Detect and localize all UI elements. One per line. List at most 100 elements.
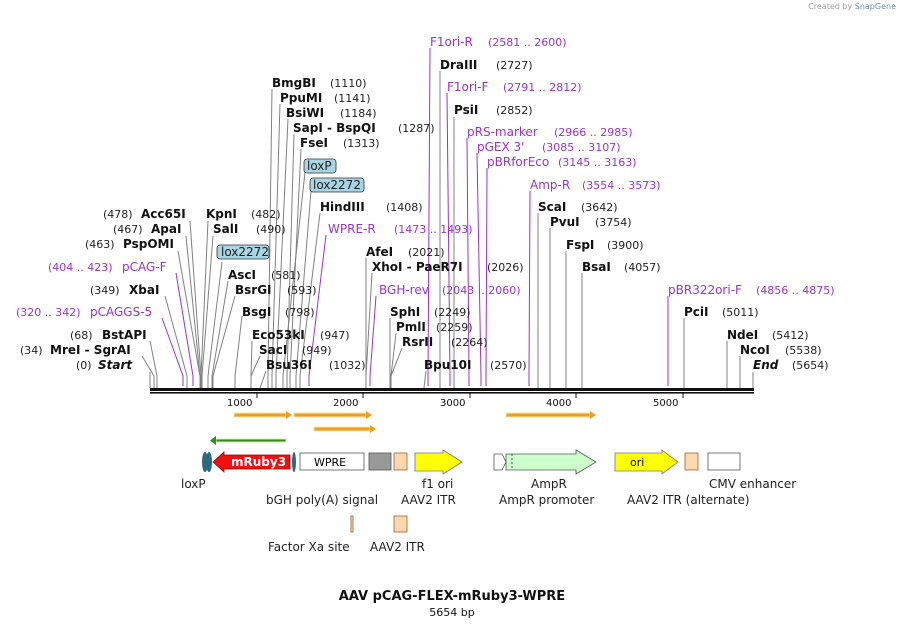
enzyme-name: BstAPI xyxy=(102,328,147,342)
plasmid-title: AAV pCAG-FLEX-mRuby3-WPRE xyxy=(338,589,566,604)
primer-name: BGH-rev xyxy=(379,283,429,297)
enzyme-name: PvuI xyxy=(550,215,580,229)
primer-pos: (404 .. 423) xyxy=(48,261,113,274)
aav2-itr-feature xyxy=(393,452,408,471)
enzyme-pos: (68) xyxy=(70,329,93,342)
enzyme-name: Acc65I xyxy=(141,207,186,221)
primer-name: F1ori-R xyxy=(430,35,473,49)
svg-text:AAV2 ITR: AAV2 ITR xyxy=(401,493,456,507)
lox2272-box: lox2272 xyxy=(309,177,365,193)
enzyme-name: PmlI xyxy=(396,320,426,334)
primer-pos: (2791 .. 2812) xyxy=(503,81,582,94)
enzyme-pos: (1110) xyxy=(330,77,367,90)
primer-pos: (3145 .. 3163) xyxy=(558,156,637,169)
svg-text:mRuby3: mRuby3 xyxy=(231,455,286,469)
bgh-polya-feature xyxy=(368,452,392,471)
enzyme-labels: (0) Start (34) MreI - SgrAI (68) BstAPI … xyxy=(20,58,829,372)
enzyme-pos: (467) xyxy=(113,223,143,236)
enzyme-name: XbaI xyxy=(129,283,159,297)
enzyme-pos: (3642) xyxy=(581,201,618,214)
enzyme-name: End xyxy=(753,358,779,372)
loxp-site xyxy=(202,452,296,472)
ruler-label: 3000 xyxy=(440,398,465,409)
svg-text:Factor Xa site: Factor Xa site xyxy=(268,540,350,554)
enzyme-name: SalI xyxy=(213,222,238,236)
enzyme-name: SphI xyxy=(390,305,420,319)
enzyme-pos: (490) xyxy=(256,223,286,236)
orf-arrow xyxy=(233,411,292,419)
svg-text:CMV enhancer: CMV enhancer xyxy=(709,477,796,491)
svg-text:f1 ori: f1 ori xyxy=(422,477,453,491)
ruler-label: 4000 xyxy=(546,398,571,409)
primer-pos: (1473 .. 1493) xyxy=(394,223,473,236)
orf-arrow xyxy=(293,411,372,419)
enzyme-pos: (1184) xyxy=(340,107,377,120)
aav2-itr-alt-feature xyxy=(684,452,699,471)
primer-pos: (3554 .. 3573) xyxy=(582,179,661,192)
svg-text:lox2272: lox2272 xyxy=(221,245,269,259)
cmv-enhancer-feature xyxy=(707,452,741,471)
enzyme-pos: (349) xyxy=(90,284,120,297)
enzyme-pos: (2021) xyxy=(408,246,445,259)
feature-labels: loxP bGH poly(A) signal AAV2 ITR f1 ori … xyxy=(181,477,796,554)
enzyme-name: BmgBI xyxy=(272,76,316,90)
enzyme-pos: (5011) xyxy=(722,306,759,319)
enzyme-name: XhoI - PaeR7I xyxy=(372,260,463,274)
svg-text:lox2272: lox2272 xyxy=(313,178,361,192)
ruler-label: 5000 xyxy=(653,398,678,409)
enzyme-pos: (1313) xyxy=(343,137,380,150)
enzyme-name: PsiI xyxy=(454,103,478,117)
snapgene-logo: SnapGene xyxy=(854,2,896,11)
enzyme-name: AscI xyxy=(228,268,256,282)
enzyme-pos: (581) xyxy=(271,269,301,282)
snapgene-credit: Created by SnapGene xyxy=(808,2,896,11)
enzyme-pos: (3754) xyxy=(595,216,632,229)
enzyme-name: Eco53kI xyxy=(252,328,305,342)
enzyme-pos: (947) xyxy=(320,329,350,342)
aav2-itr-feature-2 xyxy=(393,515,408,533)
svg-text:loxP: loxP xyxy=(307,159,332,173)
primer-name: pBR322ori-F xyxy=(668,283,742,297)
orf-arrows xyxy=(210,411,596,445)
ampr-promoter-feature xyxy=(493,453,507,471)
enzyme-name: NcoI xyxy=(740,343,770,357)
svg-text:bGH poly(A) signal: bGH poly(A) signal xyxy=(266,493,378,507)
svg-text:AAV2 ITR: AAV2 ITR xyxy=(370,540,425,554)
plasmid-length: 5654 bp xyxy=(429,606,475,619)
backbone xyxy=(150,388,754,394)
primer-name: pCAGGS-5 xyxy=(90,305,152,319)
features: mRuby3 WPRE ori xyxy=(202,449,741,533)
credit-prefix: Created by xyxy=(808,2,853,11)
primer-pos: (2966 .. 2985) xyxy=(554,126,633,139)
wpre-feature: WPRE xyxy=(299,452,365,471)
enzyme-name: PciI xyxy=(684,305,709,319)
primer-pos: (320 .. 342) xyxy=(16,306,81,319)
svg-text:AAV2 ITR (alternate): AAV2 ITR (alternate) xyxy=(627,493,750,507)
enzyme-name: HindIII xyxy=(320,200,365,214)
enzyme-pos: (2852) xyxy=(496,104,533,117)
enzyme-name: MreI - SgrAI xyxy=(50,343,131,357)
primer-name: Amp-R xyxy=(530,178,570,192)
primer-pos: (2581 .. 2600) xyxy=(488,36,567,49)
enzyme-name: ApaI xyxy=(151,222,181,236)
enzyme-name: RsrII xyxy=(402,335,433,349)
enzyme-pos: (1141) xyxy=(334,92,371,105)
loxp-box: loxP xyxy=(303,158,337,174)
enzyme-pos: (2264) xyxy=(451,336,488,349)
enzyme-pos: (463) xyxy=(85,238,115,251)
ori-feature: ori xyxy=(614,449,679,475)
enzyme-name: NdeI xyxy=(727,328,758,342)
primer-name: pCAG-F xyxy=(122,260,167,274)
enzyme-name: Start xyxy=(98,358,133,372)
ruler-label: 2000 xyxy=(333,398,358,409)
enzyme-name: FspI xyxy=(566,238,594,252)
enzyme-pos: (2026) xyxy=(487,261,524,274)
enzyme-pos: (1408) xyxy=(386,201,423,214)
enzyme-name: BsgI xyxy=(242,305,271,319)
enzyme-name: BsiWI xyxy=(286,106,324,120)
enzyme-pos: (34) xyxy=(20,344,43,357)
enzyme-pos: (798) xyxy=(285,306,315,319)
enzyme-name: KpnI xyxy=(206,207,237,221)
enzyme-pos: (1032) xyxy=(329,359,366,372)
